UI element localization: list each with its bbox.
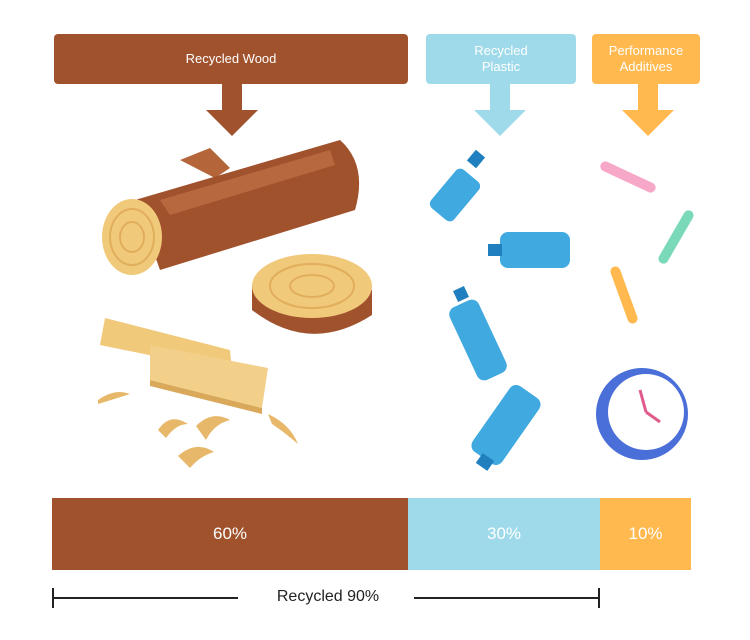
performance-additives-share-bar: 10% <box>600 498 691 570</box>
performance-additives-header: Performance Additives <box>592 34 700 84</box>
log-icon <box>102 140 360 275</box>
plastic-down-arrow-icon <box>474 84 526 136</box>
recycled-total-label: Recycled 90% <box>276 588 380 605</box>
bracket-right-tick <box>598 588 600 608</box>
plastic-bottle-icon <box>429 149 570 471</box>
bracket-right-line <box>414 597 600 599</box>
wood-slice-icon <box>252 254 372 334</box>
wood-planks-icon <box>100 318 268 414</box>
wood-shavings-icon <box>98 392 298 468</box>
additives-down-arrow-icon <box>622 84 674 136</box>
wood-down-arrow-icon <box>206 84 258 136</box>
recycled-wood-header: Recycled Wood <box>54 34 408 84</box>
clock-icon <box>596 368 688 460</box>
additive-tube-icon <box>600 161 694 324</box>
recycled-plastic-share-bar: 30% <box>408 498 600 570</box>
recycled-wood-share-bar: 60% <box>52 498 408 570</box>
recycled-plastic-header: Recycled Plastic <box>426 34 576 84</box>
materials-illustration <box>98 140 694 471</box>
bracket-left-line <box>52 597 238 599</box>
